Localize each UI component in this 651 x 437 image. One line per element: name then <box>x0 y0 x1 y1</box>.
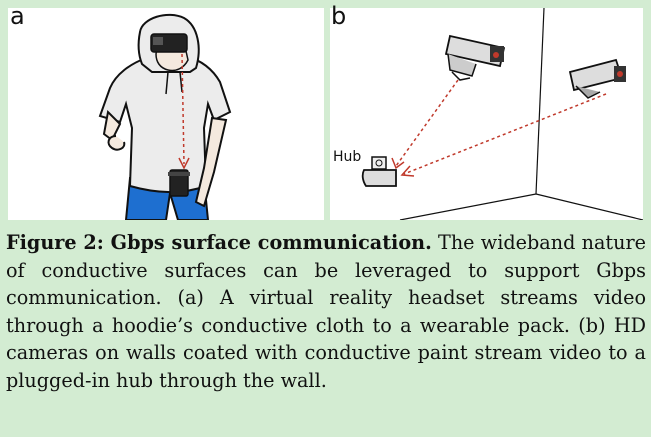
person-illustration <box>98 13 232 220</box>
panel-b: b Hub <box>330 2 643 220</box>
security-camera-icon <box>444 34 506 81</box>
panel-a: a <box>8 2 324 220</box>
panel-b-label: b <box>331 2 347 30</box>
wearable-pack-icon <box>168 169 190 197</box>
hub-icon <box>361 156 397 187</box>
hub-label: Hub <box>333 149 362 165</box>
caption-heading: Figure 2: Gbps surface communication. <box>6 231 432 254</box>
figure-caption: Figure 2: Gbps surface communication. Th… <box>6 229 646 395</box>
room-illustration <box>361 8 643 220</box>
caption-body: The wideband nature of conductive surfac… <box>6 231 646 392</box>
panel-a-label: a <box>10 2 25 30</box>
vr-headset-icon <box>150 33 188 53</box>
security-camera-icon <box>568 58 626 99</box>
